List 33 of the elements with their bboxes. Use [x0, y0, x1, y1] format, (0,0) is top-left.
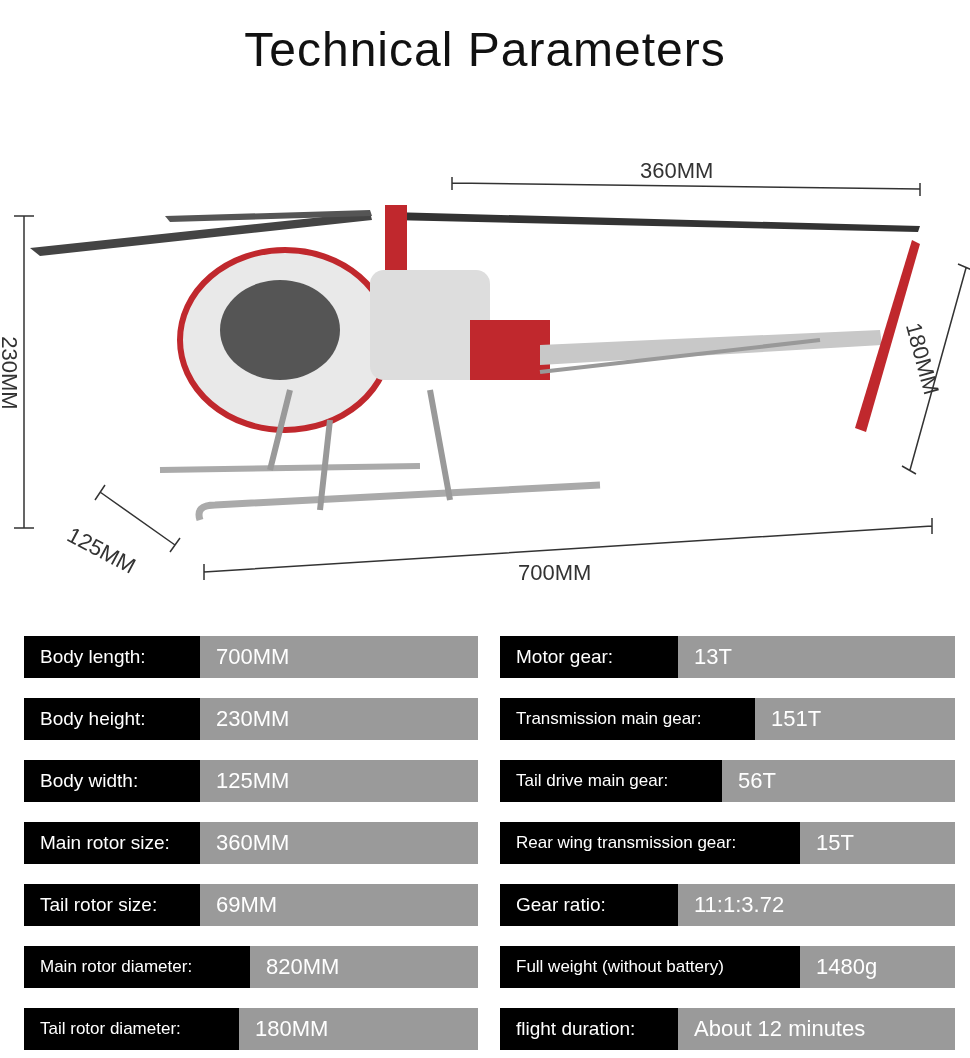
parameter-value: 15T	[800, 822, 955, 864]
parameter-value: 1480g	[800, 946, 955, 988]
parameter-value: 69MM	[200, 884, 478, 926]
dimension-label: 180MM	[899, 320, 944, 398]
parameter-name: Transmission main gear:	[500, 698, 755, 740]
parameter-name: flight duration:	[500, 1008, 678, 1050]
parameter-value: 230MM	[200, 698, 478, 740]
parameter-value: 151T	[755, 698, 955, 740]
parameter-name: Rear wing transmission gear:	[500, 822, 800, 864]
parameter-name: Body length:	[24, 636, 200, 678]
parameter-value: 180MM	[239, 1008, 478, 1050]
parameter-value: 360MM	[200, 822, 478, 864]
parameter-value: 820MM	[250, 946, 478, 988]
parameter-name: Body width:	[24, 760, 200, 802]
page-title: Technical Parameters	[243, 22, 727, 77]
parameter-name: Body height:	[24, 698, 200, 740]
parameter-name: Gear ratio:	[500, 884, 678, 926]
dimension-label: 360MM	[640, 158, 714, 184]
parameter-value: 56T	[722, 760, 955, 802]
parameter-value: 700MM	[200, 636, 478, 678]
dimension-label: 230MM	[0, 336, 22, 410]
parameter-name: Tail drive main gear:	[500, 760, 722, 802]
parameter-name: Main rotor size:	[24, 822, 200, 864]
parameter-name: Main rotor diameter:	[24, 946, 250, 988]
parameter-name: Full weight (without battery)	[500, 946, 800, 988]
parameter-name: Motor gear:	[500, 636, 678, 678]
parameter-name: Tail rotor size:	[24, 884, 200, 926]
parameter-value: 11:1:3.72	[678, 884, 955, 926]
parameter-name: Tail rotor diameter:	[24, 1008, 239, 1050]
parameter-value: 13T	[678, 636, 955, 678]
dimension-label: 700MM	[518, 560, 592, 586]
parameter-value: About 12 minutes	[678, 1008, 955, 1050]
parameter-value: 125MM	[200, 760, 478, 802]
